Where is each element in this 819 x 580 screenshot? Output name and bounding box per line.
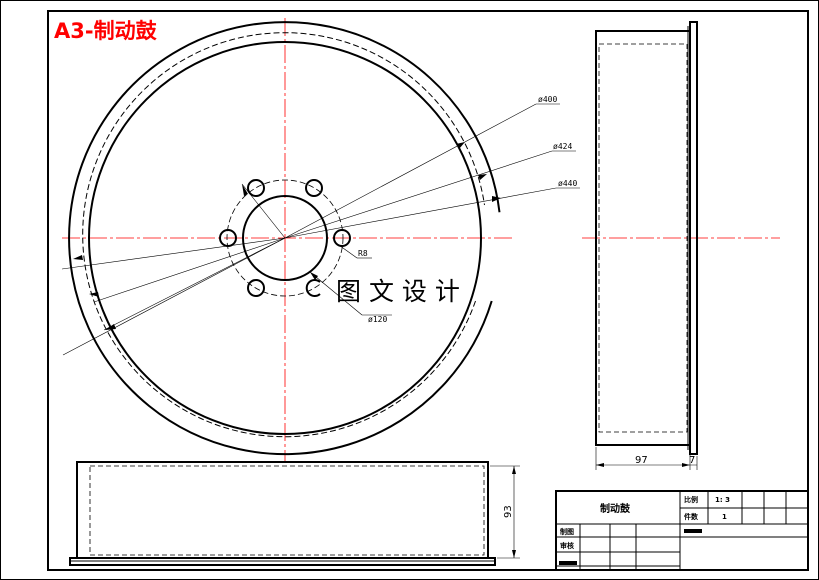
side-hidden-surface: [598, 43, 688, 433]
dim-width-97: 97: [635, 455, 648, 466]
side-view: 97 7: [582, 21, 780, 470]
hub-bore-circle: [242, 195, 328, 281]
front-view: ø400 ø424 ø440 R8 ø120 图 文 设 计: [61, 18, 580, 463]
sheet-frame: [47, 10, 809, 571]
scale-label: 比例: [684, 495, 698, 504]
part-name: 制动鼓: [600, 502, 631, 515]
outer-rim-circle: [68, 21, 501, 456]
sheet-title: A3-制动鼓: [54, 19, 158, 43]
qty-label: 件数: [684, 512, 699, 521]
bolt-hole: [333, 229, 351, 247]
dim-height-93: 93: [503, 505, 514, 518]
watermark: 图 文 设 计: [336, 277, 460, 306]
dim-flange-7: 7: [689, 455, 695, 466]
scale-value: 1: 3: [715, 496, 730, 504]
dashed-rim-circle: [82, 32, 485, 438]
bolt-hole: [247, 179, 265, 197]
dim-d440: ø440: [558, 179, 577, 188]
checked-label: 审核: [560, 541, 574, 550]
dim-d400: ø400: [538, 95, 557, 104]
bolt-pitch-circle: [226, 179, 344, 297]
bolt-hole-partial: [305, 279, 321, 297]
drawn-label: 制图: [560, 527, 574, 536]
top-hidden-surface: [89, 465, 485, 556]
dimension-arrows: [73, 142, 501, 330]
redacted-mark: [559, 561, 577, 565]
title-block: 制动鼓 比例 1: 3 件数 1 制图 审核: [555, 490, 809, 571]
side-flange: [689, 21, 698, 455]
inner-brake-circle: [88, 41, 482, 435]
top-view: 93: [69, 461, 520, 566]
dim-d424: ø424: [553, 142, 572, 151]
dim-r8: R8: [358, 249, 368, 258]
bolt-hole: [247, 279, 265, 297]
top-drum-body: [76, 461, 489, 559]
qty-value: 1: [722, 513, 727, 521]
dimension-leaders: [61, 103, 580, 356]
bolt-hole: [305, 179, 323, 197]
redacted-mark: [684, 529, 702, 533]
dim-d120: ø120: [368, 315, 387, 324]
